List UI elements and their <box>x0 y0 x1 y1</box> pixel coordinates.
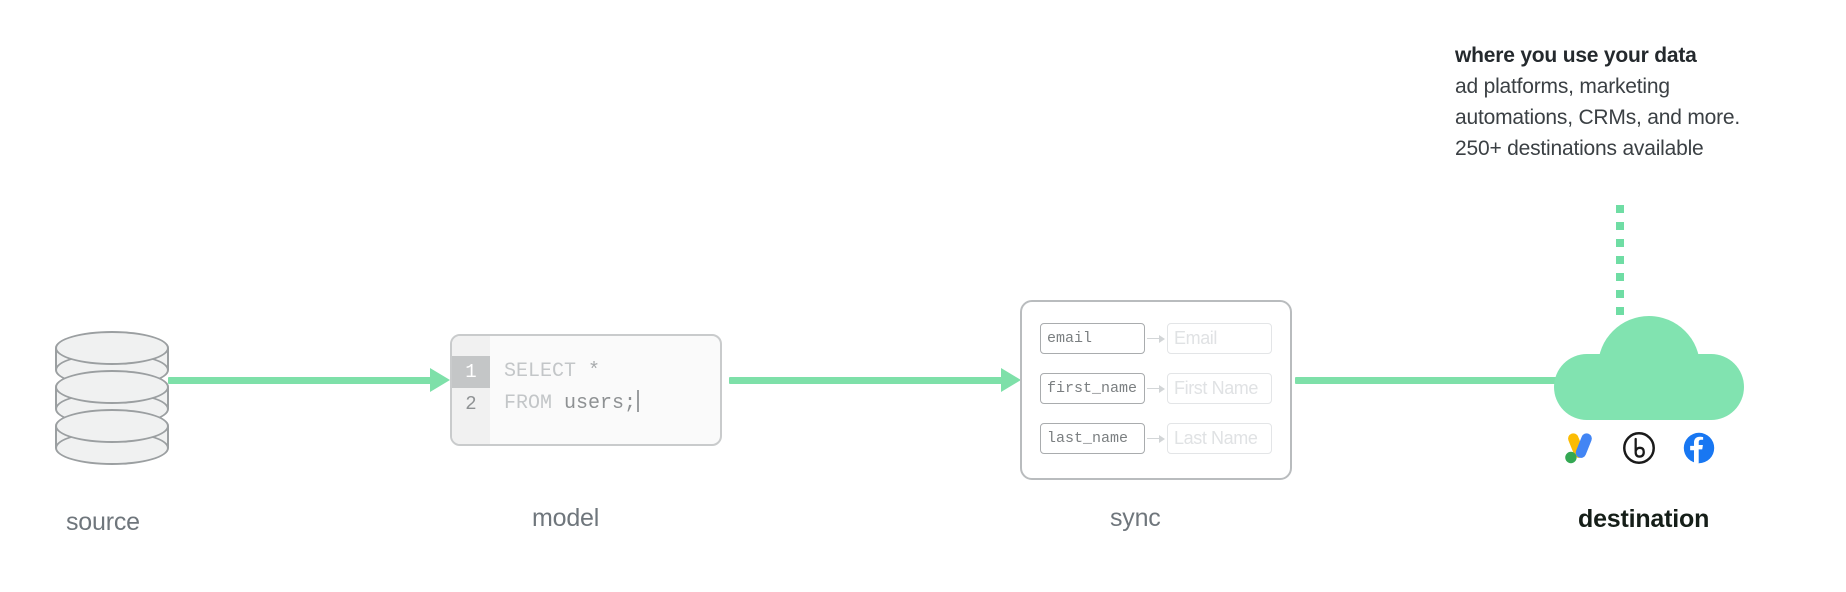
stage-label-destination: destination <box>1578 505 1710 533</box>
field-mapping-row[interactable]: first_name First Name <box>1040 372 1272 405</box>
mapping-source-field[interactable]: first_name <box>1040 373 1145 404</box>
db-segment-top <box>55 331 169 365</box>
arrow-shaft <box>1147 387 1161 389</box>
arrow-head <box>1001 368 1021 392</box>
annotation-title: where you use your data <box>1455 44 1697 67</box>
model-code-editor[interactable]: 1 2 SELECT * FROM users; <box>450 334 722 446</box>
mapping-source-field[interactable]: last_name <box>1040 423 1145 454</box>
sync-field-mapping-panel[interactable]: email Email first_name First Name last_n… <box>1020 300 1292 480</box>
stage-label-source: source <box>66 508 140 536</box>
annotation-line-1: ad platforms, marketing <box>1455 75 1670 98</box>
db-segment-top <box>55 370 169 404</box>
annotation-text-block: where you use your data ad platforms, ma… <box>1455 40 1835 164</box>
dot <box>1616 256 1624 264</box>
mapping-arrow-icon <box>1145 383 1167 395</box>
mapping-destination-field[interactable]: Last Name <box>1167 423 1272 454</box>
dot <box>1616 273 1624 281</box>
arrow-head <box>1159 384 1165 393</box>
mapping-arrow-icon <box>1145 433 1167 445</box>
braze-icon[interactable] <box>1620 429 1658 467</box>
arrow-shaft <box>1147 337 1161 339</box>
dot <box>1616 307 1624 315</box>
sql-keyword: FROM <box>504 392 553 415</box>
destination-brand-icons <box>1560 427 1740 469</box>
code-line: SELECT * <box>504 356 720 388</box>
dot <box>1616 239 1624 247</box>
arrow-right-icon-model-to-sync <box>729 366 1021 396</box>
db-segment-top <box>55 409 169 443</box>
annotation-line-3: 250+ destinations available <box>1455 137 1704 160</box>
sql-keyword: SELECT <box>504 360 577 383</box>
mapping-source-field[interactable]: email <box>1040 323 1145 354</box>
arrow-shaft <box>1295 377 1567 384</box>
dot <box>1616 205 1624 213</box>
dot <box>1616 222 1624 230</box>
database-stack-icon <box>55 331 173 465</box>
sql-identifier: users; <box>552 392 637 415</box>
arrow-head <box>1159 334 1165 343</box>
facebook-icon[interactable] <box>1680 429 1718 467</box>
code-line: FROM users; <box>504 388 720 420</box>
arrow-head <box>430 368 450 392</box>
stage-label-sync: sync <box>1110 504 1161 532</box>
annotation-line-2: automations, CRMs, and more. <box>1455 106 1741 129</box>
dotted-line-icon <box>1616 205 1624 315</box>
arrow-right-icon-source-to-model <box>168 366 450 396</box>
arrow-shaft <box>729 377 1003 384</box>
field-mapping-row[interactable]: email Email <box>1040 322 1272 355</box>
sql-operand: * <box>576 360 601 383</box>
arrow-right-icon-sync-to-destination <box>1295 366 1585 396</box>
text-cursor-icon <box>637 390 640 412</box>
mapping-arrow-icon <box>1145 333 1167 345</box>
field-mapping-row[interactable]: last_name Last Name <box>1040 422 1272 455</box>
mapping-destination-field[interactable]: Email <box>1167 323 1272 354</box>
google-ads-icon[interactable] <box>1560 429 1598 467</box>
dot <box>1616 290 1624 298</box>
editor-code-area[interactable]: SELECT * FROM users; <box>490 336 720 444</box>
arrow-head <box>1159 434 1165 443</box>
stage-label-model: model <box>532 504 600 532</box>
cloud-icon <box>1554 316 1744 420</box>
editor-gutter: 1 2 <box>452 336 490 444</box>
arrow-shaft <box>1147 437 1161 439</box>
arrow-shaft <box>168 377 432 384</box>
cloud-base <box>1554 354 1744 420</box>
mapping-destination-field[interactable]: First Name <box>1167 373 1272 404</box>
gutter-line-number: 1 <box>452 356 490 388</box>
gutter-line-number: 2 <box>465 393 477 415</box>
